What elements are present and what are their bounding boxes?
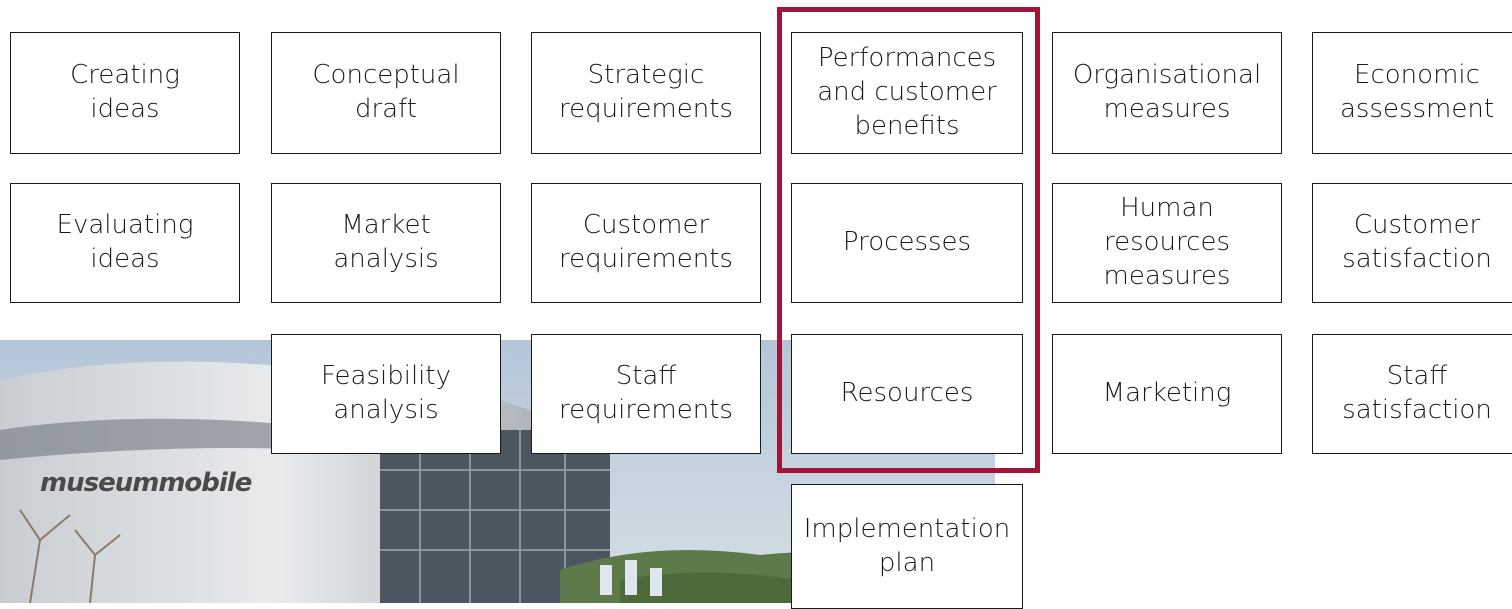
box-marketing: Marketing — [1052, 334, 1282, 454]
box-customer-satisfaction: Customer satisfaction — [1312, 183, 1512, 303]
box-processes: Processes — [791, 183, 1023, 303]
highlight-frame — [777, 7, 1040, 473]
box-customer-requirements: Customer requirements — [531, 183, 761, 303]
box-evaluating-ideas: Evaluating ideas — [10, 183, 240, 303]
box-economic-assessment: Economic assessment — [1312, 32, 1512, 154]
box-conceptual-draft: Conceptual draft — [271, 32, 501, 154]
box-market-analysis: Market analysis — [271, 183, 501, 303]
box-staff-satisfaction: Staff satisfaction — [1312, 334, 1512, 454]
box-organisational-measures: Organisational measures — [1052, 32, 1282, 154]
box-strategic-requirements: Strategic requirements — [531, 32, 761, 154]
box-feasibility-analysis: Feasibility analysis — [271, 334, 501, 454]
box-human-resources-measures: Human resources measures — [1052, 183, 1282, 303]
box-performances-customer-benefits: Performances and customer benefits — [791, 32, 1023, 154]
box-resources: Resources — [791, 334, 1023, 454]
box-implementation-plan: Implementation plan — [791, 484, 1023, 609]
museum-sign: museummobile — [40, 468, 252, 498]
box-creating-ideas: Creating ideas — [10, 32, 240, 154]
box-staff-requirements: Staff requirements — [531, 334, 761, 454]
